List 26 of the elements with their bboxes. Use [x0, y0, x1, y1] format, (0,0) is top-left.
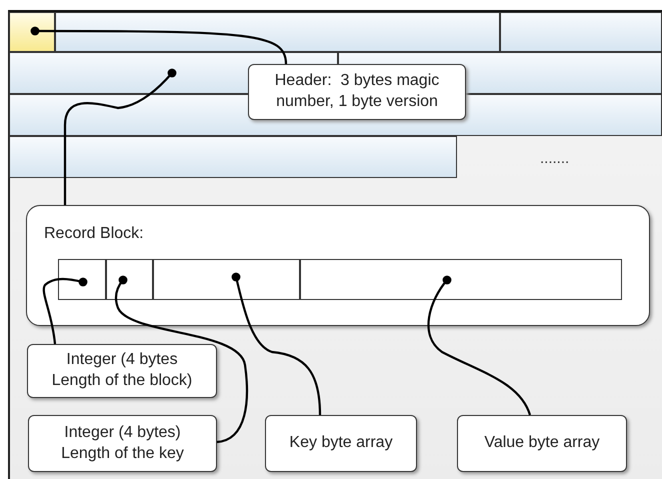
callout-text: Header: 3 bytes magic number, 1 byte version — [274, 71, 440, 112]
field-cell — [153, 259, 300, 300]
callout-text: Integer (4 bytes) Length of the key — [60, 422, 185, 464]
callout-box — [265, 415, 417, 472]
section-title: Record Block: — [44, 225, 144, 243]
callout-box — [248, 64, 466, 120]
header-cell — [9, 12, 55, 52]
record-bar — [55, 12, 500, 52]
callout-box — [28, 415, 217, 472]
leader-line — [232, 272, 322, 416]
leader-line — [30, 26, 288, 64]
leader-line — [114, 276, 248, 444]
field-cell — [106, 259, 153, 300]
field-cell — [58, 259, 106, 300]
callout-box — [27, 344, 217, 398]
leader-line — [427, 276, 532, 416]
callout-box — [457, 415, 627, 472]
leader-line — [64, 68, 176, 205]
record-block-panel — [26, 205, 650, 326]
field-cell — [300, 259, 622, 300]
record-bar — [9, 136, 457, 178]
callout-text: Value byte array — [484, 433, 600, 454]
ellipsis-text: ....... — [540, 150, 570, 167]
record-bar — [500, 12, 662, 52]
callout-text: Key byte array — [289, 433, 393, 454]
callout-text: Integer (4 bytes Length of the block) — [50, 350, 194, 391]
